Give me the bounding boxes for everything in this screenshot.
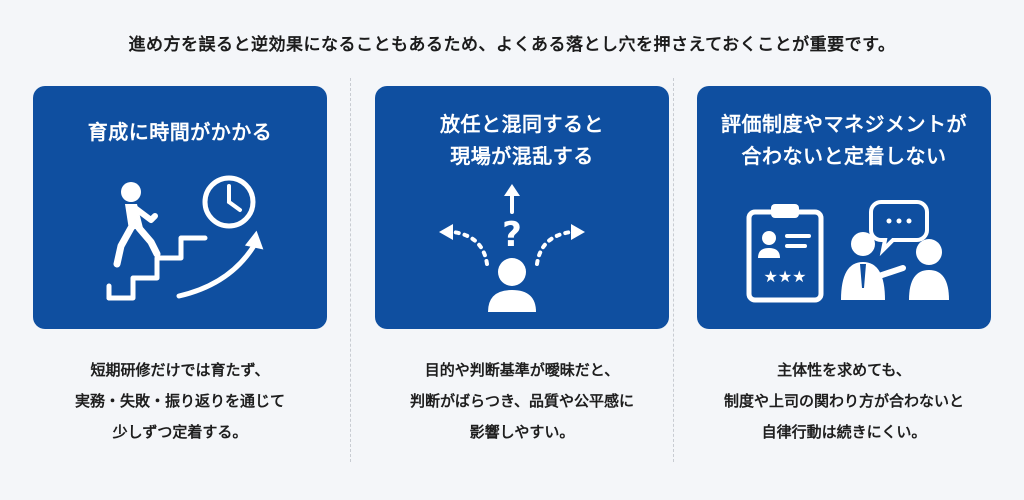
headline: 進め方を誤ると逆効果になることもあるため、よくある落とし穴を押さえておくことが重… — [128, 35, 896, 55]
evaluation-clipboard-meeting-icon: ★★★ — [746, 200, 949, 303]
pitfall-card: 放任と混同すると 現場が混乱する ? — [375, 86, 669, 329]
card-description: 短期研修だけでは育たず、 実務・失敗・振り返りを通じて 少しずつ定着する。 — [74, 361, 285, 441]
pitfall-column-3: 評価制度やマネジメントが 合わないと定着しない ★★★ 主体性を — [697, 86, 991, 448]
card-description: 目的や判断基準が曖昧だと、 判断がばらつき、品質や公平感に 影響しやすい。 — [410, 361, 634, 441]
pitfall-column-1: 育成に時間がかかる 短期研修だけでは育たず、 実務・失敗・振り返りを通じて 少し… — [33, 86, 327, 448]
pitfall-card: 育成に時間がかかる — [33, 86, 327, 329]
card-title: 評価制度やマネジメントが 合わないと定着しない — [721, 112, 967, 168]
confused-person-arrows-icon: ? — [439, 184, 585, 312]
stairs-climber-clock-icon — [106, 175, 264, 301]
card-description: 主体性を求めても、 制度や上司の関わり方が合わないと 自律行動は続きにくい。 — [723, 361, 964, 441]
svg-text:?: ? — [502, 215, 522, 255]
pitfall-column-2: 放任と混同すると 現場が混乱する ? 目的や判断基準が曖昧だと、 判断がばらつき… — [375, 86, 669, 448]
svg-text:★★★: ★★★ — [763, 267, 806, 286]
card-title: 放任と混同すると 現場が混乱する — [440, 112, 604, 168]
column-divider — [350, 78, 351, 462]
pitfall-card: 評価制度やマネジメントが 合わないと定着しない ★★★ — [697, 86, 991, 329]
column-divider — [673, 78, 674, 462]
card-title: 育成に時間がかかる — [87, 120, 273, 144]
